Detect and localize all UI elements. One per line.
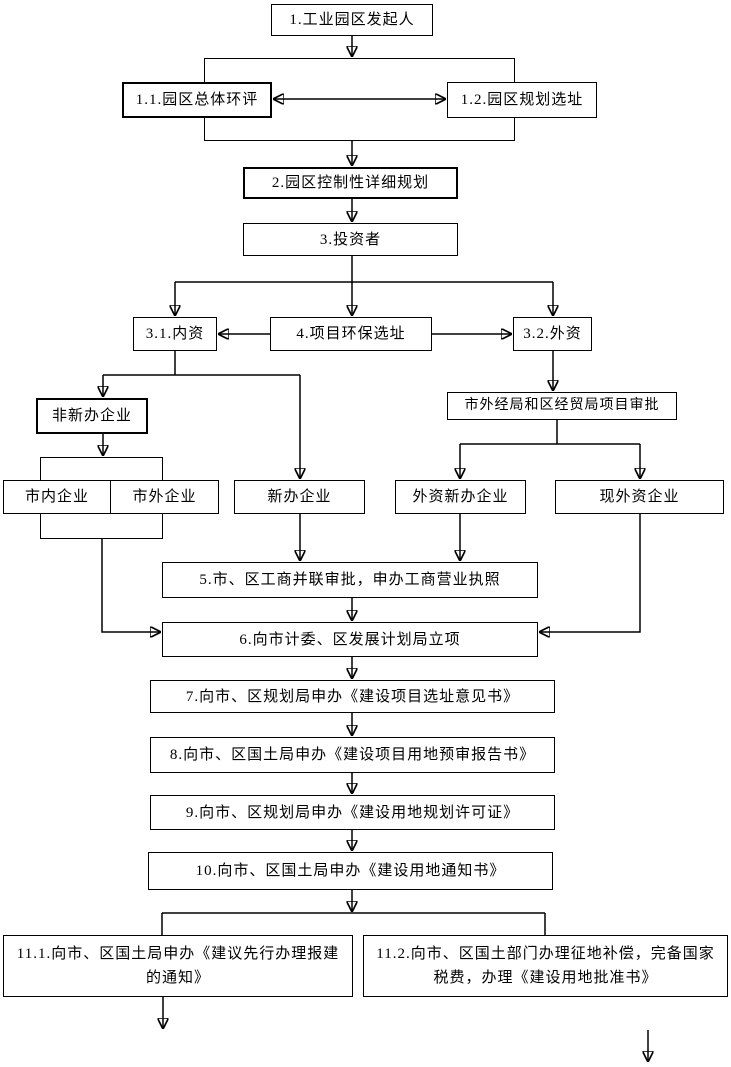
node-detailed-plan: 2.园区控制性详细规划 <box>243 167 458 199</box>
node-investor: 3.投资者 <box>243 223 458 256</box>
node-step6: 6.向市计委、区发展计划局立项 <box>162 622 538 657</box>
arrow-existing-foreign-to-step6 <box>540 514 641 632</box>
node-step9: 9.向市、区规划局申办《建设用地规划许可证》 <box>150 795 555 830</box>
node-new-enterprise: 新办企业 <box>234 480 365 514</box>
node-non-new-enterprise: 非新办企业 <box>36 398 148 434</box>
node-foreign: 3.2.外资 <box>513 317 592 351</box>
node-initiator: 1.工业园区发起人 <box>271 4 433 36</box>
node-project-env-site: 4.项目环保选址 <box>270 317 432 351</box>
node-outside-city-enterprise: 市外企业 <box>110 480 219 514</box>
node-city-enterprise: 市内企业 <box>3 480 111 514</box>
node-step8: 8.向市、区国土局申办《建设项目用地预审报告书》 <box>150 737 555 773</box>
arrow-enterprise-group-to-step6 <box>101 539 160 632</box>
node-foreign-econ-approval: 市外经局和区经贸局项目审批 <box>447 392 677 420</box>
node-step7: 7.向市、区规划局申办《建设项目选址意见书》 <box>150 680 555 713</box>
node-step11-1: 11.1.向市、区国土局申办《建议先行办理报建的通知》 <box>3 935 353 997</box>
node-existing-foreign-enterprise: 现外资企业 <box>555 480 724 514</box>
node-step5: 5.市、区工商并联审批，申办工商营业执照 <box>162 562 538 598</box>
node-domestic: 3.1.内资 <box>133 317 217 351</box>
node-step11-2: 11.2.向市、区国土部门办理征地补偿，完备国家税费，办理《建设用地批准书》 <box>363 935 728 997</box>
node-planning-site: 1.2.园区规划选址 <box>447 82 597 118</box>
node-foreign-new-enterprise: 外资新办企业 <box>395 480 526 514</box>
node-overall-eia: 1.1.园区总体环评 <box>122 82 272 118</box>
node-step10: 10.向市、区国土局申办《建设用地通知书》 <box>148 852 553 890</box>
